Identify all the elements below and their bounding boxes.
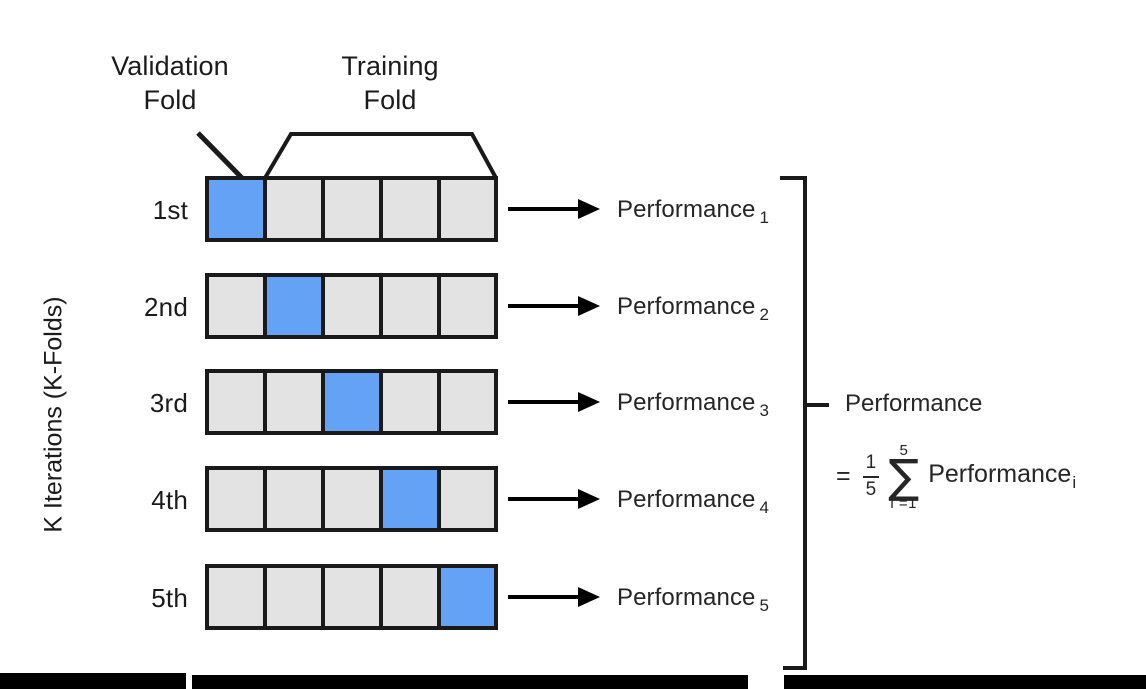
result-arrow-head [578, 489, 600, 509]
result-arrow-head [578, 199, 600, 219]
fold-cell-training [379, 564, 441, 630]
fold-cell-training [437, 369, 498, 435]
fold-cell-training [437, 176, 498, 242]
fold-cell-validation [205, 176, 267, 242]
performance-result-subscript: 4 [759, 497, 770, 517]
performance-result-subscript: 1 [759, 207, 770, 227]
fold-row-1 [205, 176, 600, 242]
fold-row-3 [205, 369, 600, 435]
fold-cell-training [321, 273, 383, 339]
summation-term-text: Performance [928, 460, 1072, 489]
fold-row-label-4: 4th [151, 485, 188, 515]
fold-row-label-5: 5th [151, 583, 188, 613]
fold-cell-training [321, 176, 383, 242]
bottom-crop-bar-left [0, 673, 186, 689]
result-arrow-head [578, 392, 600, 412]
fold-cell-training [263, 564, 325, 630]
validation-fold-header-label: Validation Fold [111, 51, 229, 115]
performance-result-text: Performance [617, 486, 756, 513]
fold-cell-training [205, 369, 267, 435]
fold-cell-training [437, 273, 498, 339]
performance-result-text: Performance [617, 389, 756, 416]
bottom-crop-bar-middle [192, 675, 748, 689]
fraction-numerator: 1 [865, 452, 877, 474]
fold-cell-validation [321, 369, 383, 435]
aggregate-performance-formula: = 1 5 5 ∑ i =1 Performancei [836, 443, 1076, 511]
bottom-crop-bar-right [784, 675, 1146, 689]
fold-cell-training [205, 466, 267, 532]
fold-cell-training [321, 564, 383, 630]
performance-result-text: Performance [617, 196, 756, 223]
fold-cell-training [205, 564, 267, 630]
fraction-bar [862, 475, 880, 478]
aggregate-performance-title: Performance [845, 390, 983, 417]
summation-term-subscript: i [1072, 473, 1077, 493]
fold-cell-validation [263, 273, 325, 339]
y-axis-label-k-iterations: K Iterations (K-Folds) [39, 296, 68, 533]
fold-cell-training [437, 466, 498, 532]
fraction-denominator: 5 [865, 478, 877, 500]
sum-upper-limit: 5 [899, 442, 908, 459]
fold-cell-training [379, 369, 441, 435]
fold-row-label-1: 1st [152, 195, 188, 225]
aggregation-bracket [780, 176, 807, 670]
fold-row-label-3: 3rd [149, 388, 188, 418]
fold-cell-training [263, 466, 325, 532]
performance-result-subscript: 2 [759, 304, 770, 324]
fold-cell-training [321, 466, 383, 532]
performance-result-text: Performance [617, 584, 756, 611]
fold-row-label-2: 2nd [144, 292, 188, 322]
fold-cell-validation [379, 466, 441, 532]
fold-cell-training [263, 369, 325, 435]
fold-cell-training [379, 273, 441, 339]
fold-cell-validation [437, 564, 498, 630]
validation-fold-leader-line [196, 131, 245, 181]
fold-row-2 [205, 273, 600, 339]
result-arrow-head [578, 296, 600, 316]
equals-sign: = [836, 462, 851, 491]
fold-cell-training [379, 176, 441, 242]
training-fold-header-label: Training Fold [341, 51, 439, 115]
summation-term: Performancei [928, 460, 1076, 493]
fold-cell-training [263, 176, 325, 242]
performance-result-subscript: 5 [759, 595, 770, 615]
fraction-one-fifth: 1 5 [862, 452, 880, 500]
fold-row-4 [205, 466, 600, 532]
sum-lower-limit: i =1 [890, 494, 917, 512]
performance-result-subscript: 3 [759, 400, 770, 420]
performance-result-text: Performance [617, 293, 756, 320]
fold-row-5 [205, 564, 600, 630]
training-fold-bracket [263, 132, 498, 180]
sigma-icon: ∑ [888, 449, 920, 503]
fold-cell-training [205, 273, 267, 339]
result-arrow-head [578, 587, 600, 607]
summation-operator: 5 ∑ i =1 [888, 443, 919, 511]
